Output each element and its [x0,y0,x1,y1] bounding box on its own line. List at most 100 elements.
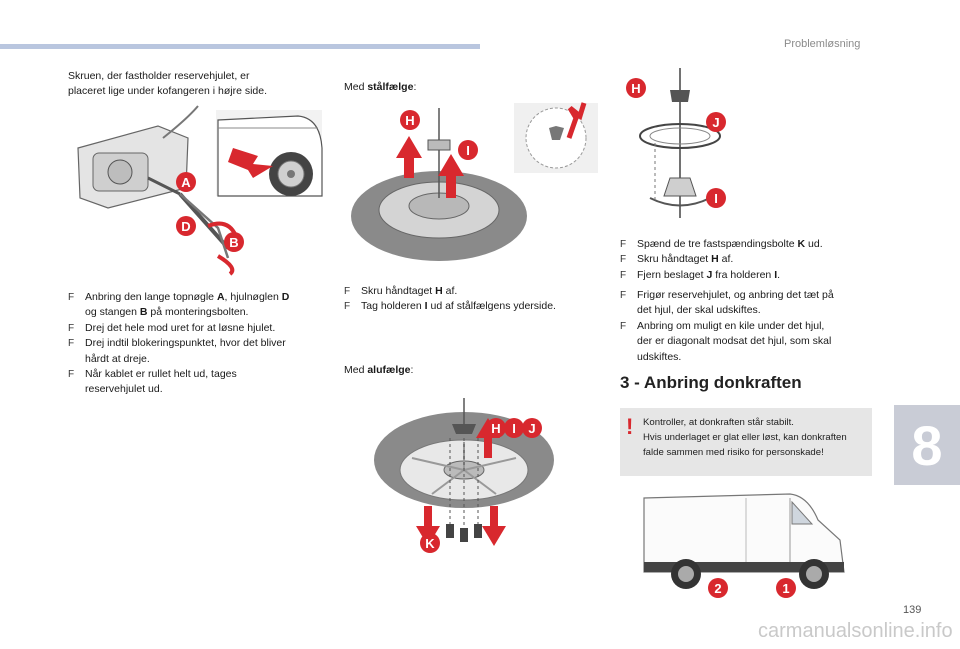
svg-text:J: J [712,115,719,130]
text-run: Når kablet er rullet helt ud, tages [85,368,237,381]
bold-ref: I [774,268,778,281]
list-item: F Skru håndtaget H af. [344,284,604,299]
text-run: Spænd de tre fastspændingsbolte [637,238,798,250]
svg-text:D: D [181,219,190,234]
callout-2: 2 [708,578,728,598]
callout-j-2: J [522,418,542,438]
list-item: F Anbring den lange topnøgle A, hjulnøgle… [68,290,338,305]
watermark: carmanualsonline.info [758,620,953,642]
list-item: det hjul, der skal udskiftes. [620,303,882,318]
list-item: reservehjulet ud. [68,382,338,397]
list-item: F Skru håndtaget H af. [620,252,882,267]
bullet-icon: F [68,322,75,334]
callout-h-2: H [626,78,646,98]
text-run: Anbring den lange topnøgle [85,291,217,303]
list-item: hårdt at dreje. [68,352,338,367]
svg-text:K: K [425,536,435,551]
text-run: der er diagonalt modsat det hjul, som sk… [637,335,832,348]
list-item: F Frigør reservehjulet, og anbring det tæ… [620,288,882,303]
warning-line: Kontroller, at donkraften står stabilt. [643,417,794,428]
svg-text:H: H [491,421,500,436]
text-run: Skru håndtaget [361,285,436,297]
text-run: og stangen [85,306,140,319]
van-illustration: 2 1 [643,493,845,598]
alu-prefix: Med [344,364,368,376]
text-run: , hjulnøglen [224,291,282,303]
bold-ref: H [711,253,719,266]
bold-ref: J [706,268,713,281]
text-run: ud. [805,238,823,250]
list-item: F Spænd de tre fastspændingsbolte K ud. [620,237,882,252]
bullet-icon: F [68,369,75,381]
text-run: af. [442,285,458,297]
list-item: udskiftes. [620,350,882,365]
bold-ref: B [139,306,148,319]
removal-steps-list: F Anbring den lange topnøgle A, hjulnøgle… [68,290,338,398]
chapter-tab: 8 [894,405,960,485]
list-item: og stangen B på monteringsbolten. [68,305,338,320]
bullet-icon: F [620,239,627,250]
bold-ref: H [435,285,443,297]
list-item: F Drej indtil blokeringspunktet, hvor det… [68,336,338,351]
bullet-icon: F [344,286,351,297]
text-run: Frigør reservehjulet, og anbring det tæt… [637,289,834,301]
svg-text:I: I [714,191,718,206]
page-number: 139 [903,604,922,616]
warning-line: Hvis underlaget er glat eller løst, kan … [643,432,847,443]
callout-h-3: H [486,418,506,438]
callout-j: J [706,112,726,132]
list-item: F Drej det hele mod uret for at løsne hju… [68,321,338,336]
bold-ref: K [797,238,806,250]
callout-b: B [224,232,244,252]
bullet-icon: F [620,290,627,301]
text-run: fra holderen [712,268,775,281]
text-run: Drej indtil blokeringspunktet, hvor det … [85,337,286,350]
text-run: det hjul, der skal udskiftes. [637,304,761,317]
alu-rim-heading: Med alufælge: [344,363,413,378]
warning-line: falde sammen med risiko for personskade! [643,447,824,458]
warning-box [620,408,872,476]
list-item: der er diagonalt modsat det hjul, som sk… [620,334,882,349]
steel-suffix: : [413,81,417,93]
bullet-icon: F [68,292,75,303]
svg-text:A: A [181,175,191,190]
callout-i-3: I [504,418,524,438]
svg-text:I: I [512,421,516,436]
svg-text:J: J [528,421,535,436]
callout-i-2: I [706,188,726,208]
svg-text:I: I [466,143,470,158]
alloy-rim-illustration: H I J K [374,398,554,553]
text-run: udskiftes. [637,350,682,363]
text-run: Skru håndtaget [637,253,712,266]
steel-prefix: Med [344,81,368,93]
svg-text:H: H [405,113,414,128]
bullet-icon: F [344,301,351,313]
header-accent-bar [0,44,480,49]
bracket-illustration: H J I [626,68,726,218]
callout-h: H [400,110,420,130]
alu-suffix: : [410,364,414,376]
intro-line: Skruen, der fastholder reservehjulet, er [68,70,250,82]
intro-paragraph: Skruen, der fastholder reservehjulet, er… [68,69,328,99]
warning-text: Kontroller, at donkraften står stabilt. … [643,415,871,460]
section-title: Problemløsning [784,38,861,50]
steel-bold: stålfælge [367,81,414,93]
svg-text:B: B [229,235,238,250]
bullet-icon: F [68,338,75,350]
text-run: . [777,268,781,281]
bullet-icon: F [620,254,627,266]
text-run: af. [718,253,734,266]
steel-rim-heading: Med stålfælge: [344,80,416,95]
callout-1: 1 [776,578,796,598]
bold-ref: D [281,291,290,303]
text-run: hårdt at dreje. [85,352,150,365]
warning-icon: ! [626,414,634,439]
text-run: Drej det hele mod uret for at løsne hjul… [85,321,276,334]
callout-i: I [458,140,478,160]
bold-ref: A [216,291,225,303]
wheel-placement-list: F Frigør reservehjulet, og anbring det tæ… [620,288,882,365]
